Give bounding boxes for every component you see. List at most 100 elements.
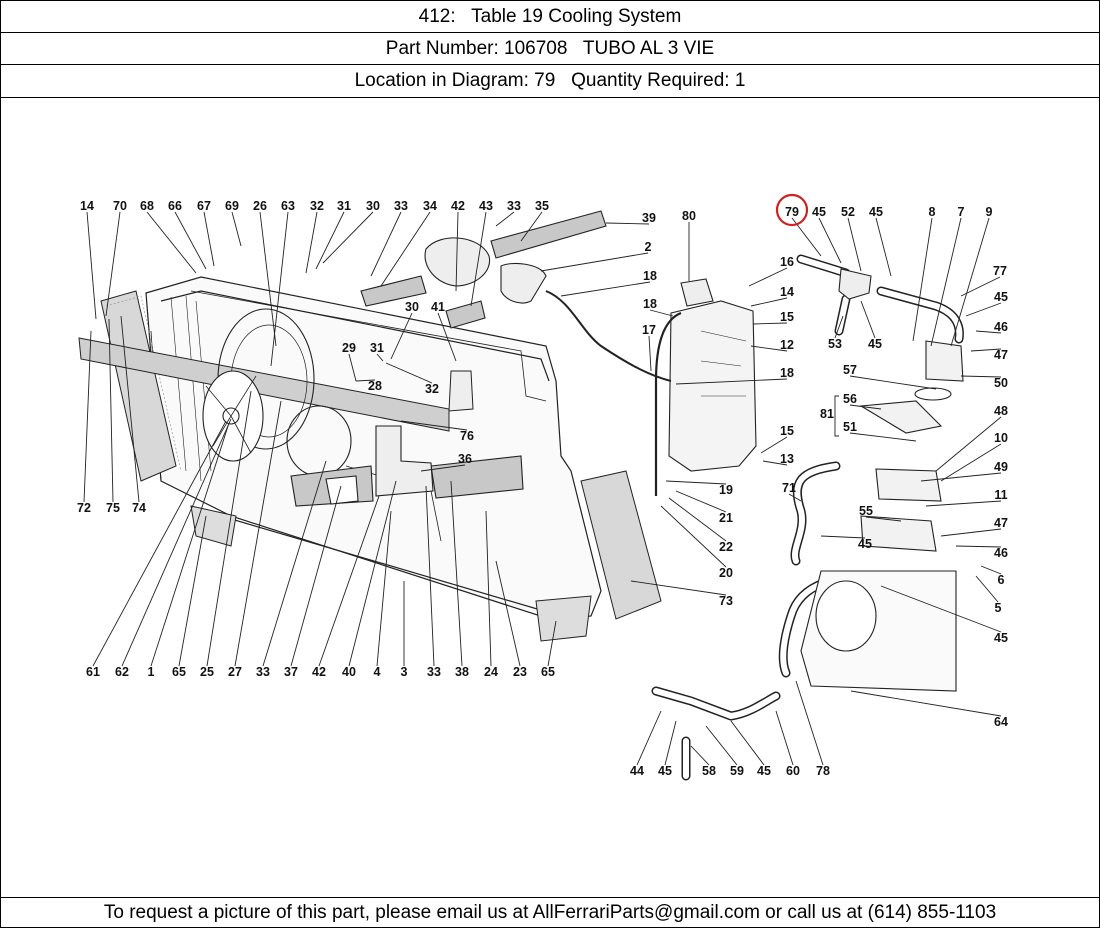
callout-label-65: 65 xyxy=(541,665,555,679)
cooling-system-drawing: 1470686667692663323130333442433335392188… xyxy=(77,193,1008,781)
foam-panel-left xyxy=(100,290,182,482)
callout-label-65: 65 xyxy=(172,665,186,679)
contact-footer: To request a picture of this part, pleas… xyxy=(1,897,1099,928)
callout-label-39: 39 xyxy=(642,211,656,225)
heater-valve-unit xyxy=(800,340,964,692)
callout-label-25: 25 xyxy=(200,665,214,679)
callout-label-68: 68 xyxy=(140,199,154,213)
callout-leader-21 xyxy=(675,490,727,513)
foam-strip xyxy=(78,337,450,432)
callout-label-31: 31 xyxy=(337,199,351,213)
callout-label-31: 31 xyxy=(370,341,384,355)
callout-leader-37 xyxy=(290,485,342,667)
callout-bracket-81 xyxy=(834,395,839,437)
callout-label-53: 53 xyxy=(828,337,842,351)
callout-leader-36 xyxy=(420,464,466,472)
callout-leader-41 xyxy=(437,312,457,362)
callout-leader-5 xyxy=(975,575,999,603)
callout-label-60: 60 xyxy=(786,764,800,778)
callout-leader-4 xyxy=(376,510,392,667)
callout-label-67: 67 xyxy=(197,199,211,213)
callout-label-52: 52 xyxy=(841,205,855,219)
radiator-assembly xyxy=(145,276,602,622)
callout-leader-18 xyxy=(675,378,788,385)
callout-leader-75 xyxy=(108,318,114,503)
callout-leader-43 xyxy=(470,211,487,307)
callout-label-19: 19 xyxy=(719,483,733,497)
callout-leader-51 xyxy=(849,432,917,442)
callout-leader-11 xyxy=(925,500,1002,507)
callout-label-71: 71 xyxy=(782,481,796,495)
callout-label-35: 35 xyxy=(535,199,549,213)
callout-leader-38 xyxy=(450,480,463,667)
callout-label-49: 49 xyxy=(994,460,1008,474)
callout-leader-15 xyxy=(752,322,788,325)
callout-leader-61 xyxy=(92,420,227,667)
callout-leader-35 xyxy=(520,211,543,242)
callout-leader-53 xyxy=(834,315,844,339)
callout-label-37: 37 xyxy=(284,665,298,679)
callout-label-57: 57 xyxy=(843,363,857,377)
callout-leader-33 xyxy=(495,211,515,227)
callout-leader-70 xyxy=(105,211,121,317)
callout-leader-31 xyxy=(315,211,345,270)
callout-leader-45 xyxy=(875,217,892,277)
callout-leader-45 xyxy=(860,300,876,339)
callout-leader-30 xyxy=(390,312,413,360)
callout-label-9: 9 xyxy=(986,205,993,219)
callout-leader-46 xyxy=(975,330,1002,334)
callout-leader-33 xyxy=(262,460,327,667)
callout-leader-40 xyxy=(348,480,397,667)
callout-leader-78 xyxy=(795,680,824,766)
callout-leader-32 xyxy=(305,211,318,274)
callout-leader-17 xyxy=(648,335,652,372)
callout-label-10: 10 xyxy=(994,431,1008,445)
callout-leader-8 xyxy=(912,217,933,342)
callout-leader-13 xyxy=(762,460,788,466)
page-title: 412: Table 19 Cooling System xyxy=(1,1,1099,33)
callout-label-61: 61 xyxy=(86,665,100,679)
callout-label-22: 22 xyxy=(719,540,733,554)
callout-leader-39 xyxy=(605,222,650,225)
callout-label-42: 42 xyxy=(451,199,465,213)
callout-label-33: 33 xyxy=(507,199,521,213)
callout-label-78: 78 xyxy=(816,764,830,778)
callout-label-47: 47 xyxy=(994,516,1008,530)
callout-leader-18 xyxy=(649,309,674,317)
callout-label-45: 45 xyxy=(812,205,826,219)
callout-label-72: 72 xyxy=(77,501,91,515)
callout-label-55: 55 xyxy=(859,504,873,518)
callout-leader-56 xyxy=(849,404,882,410)
location-line: Location in Diagram: 79 Quantity Require… xyxy=(1,65,1099,98)
callout-label-69: 69 xyxy=(225,199,239,213)
callout-label-4: 4 xyxy=(374,665,381,679)
callout-leader-62 xyxy=(121,418,232,667)
callout-leader-74 xyxy=(120,315,140,503)
callout-label-20: 20 xyxy=(719,566,733,580)
callout-leader-60 xyxy=(775,710,794,766)
callout-label-45: 45 xyxy=(658,764,672,778)
callout-leader-20 xyxy=(660,505,727,568)
callout-leader-45 xyxy=(664,720,677,766)
callout-leader-9 xyxy=(950,217,990,347)
cooling-fan xyxy=(202,308,352,477)
overflow-tube xyxy=(545,290,682,496)
callout-label-36: 36 xyxy=(458,452,472,466)
callout-leader-26 xyxy=(259,211,277,347)
callout-leader-68 xyxy=(146,211,197,274)
callout-label-80: 80 xyxy=(682,209,696,223)
callout-leader-55 xyxy=(865,516,902,522)
callout-leader-12 xyxy=(750,345,788,352)
callout-label-11: 11 xyxy=(994,488,1007,502)
callout-leader-42 xyxy=(455,211,459,292)
callout-label-79: 79 xyxy=(785,205,799,219)
callout-leader-2 xyxy=(540,252,649,272)
callout-label-2: 2 xyxy=(645,240,652,254)
callout-label-38: 38 xyxy=(455,665,469,679)
callout-leader-45 xyxy=(730,720,765,766)
callout-label-15: 15 xyxy=(780,310,794,324)
callout-leader-30 xyxy=(322,211,374,264)
callout-label-74: 74 xyxy=(132,501,146,515)
callout-leader-18 xyxy=(560,281,651,297)
